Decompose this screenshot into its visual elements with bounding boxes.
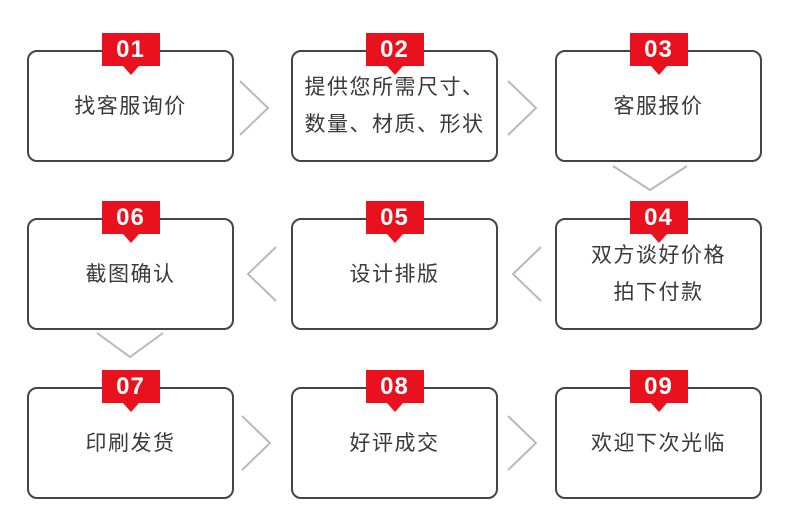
chevron-down-icon <box>612 165 688 192</box>
step-number: 03 <box>644 35 673 63</box>
step-number: 09 <box>644 372 673 400</box>
step-number-badge: 09 <box>629 370 688 412</box>
step-number-badge: 05 <box>365 201 424 243</box>
chevron-left-icon <box>511 246 542 302</box>
step-number: 02 <box>380 35 409 63</box>
step-number: 04 <box>644 203 673 231</box>
step-text-line: 数量、材质、形状 <box>304 113 485 136</box>
badge-pointer-icon <box>650 403 667 412</box>
step-number-badge: 06 <box>101 201 160 243</box>
badge-pointer-icon <box>386 403 403 412</box>
step-box-07: 07 印刷发货 <box>27 370 234 499</box>
step-number: 07 <box>116 372 145 400</box>
badge-pointer-icon <box>122 234 139 243</box>
step-number-badge: 02 <box>365 33 424 75</box>
badge-pointer-icon <box>386 234 403 243</box>
step-box-01: 01 找客服询价 <box>27 33 234 162</box>
step-box-06: 06 截图确认 <box>27 201 234 330</box>
step-label: 客服报价 <box>557 52 760 160</box>
chevron-right-icon <box>241 415 272 471</box>
step-number: 05 <box>380 203 409 231</box>
step-text-line: 欢迎下次光临 <box>591 431 726 455</box>
step-label: 找客服询价 <box>29 52 232 160</box>
step-box-03: 03 客服报价 <box>555 33 762 162</box>
step-label: 好评成交 <box>293 389 496 497</box>
step-text-line: 拍下付款 <box>613 281 704 304</box>
step-text-line: 客服报价 <box>613 94 704 118</box>
chevron-left-icon <box>246 246 277 302</box>
step-box-09: 09 欢迎下次光临 <box>555 370 762 499</box>
step-box-08: 08 好评成交 <box>291 370 498 499</box>
step-number: 01 <box>116 35 145 63</box>
step-text-line: 找客服询价 <box>74 94 187 118</box>
step-number-badge: 04 <box>629 201 688 243</box>
step-text-line: 印刷发货 <box>85 431 176 455</box>
step-number: 06 <box>116 203 145 231</box>
step-box-04: 04 双方谈好价格 拍下付款 <box>555 201 762 330</box>
badge-pointer-icon <box>650 66 667 75</box>
badge-pointer-icon <box>122 403 139 412</box>
step-label: 欢迎下次光临 <box>557 389 760 497</box>
step-text-line: 截图确认 <box>85 262 176 286</box>
step-text-line: 好评成交 <box>349 431 440 455</box>
chevron-right-icon <box>507 80 538 136</box>
step-label: 截图确认 <box>29 220 232 328</box>
badge-pointer-icon <box>122 66 139 75</box>
step-text-line: 提供您所需尺寸、 <box>304 76 485 99</box>
step-text-line: 双方谈好价格 <box>591 244 726 267</box>
step-label: 提供您所需尺寸、 数量、材质、形状 <box>293 52 496 160</box>
step-number-badge: 08 <box>365 370 424 412</box>
badge-pointer-icon <box>386 66 403 75</box>
step-number-badge: 01 <box>101 33 160 75</box>
step-box-05: 05 设计排版 <box>291 201 498 330</box>
chevron-down-icon <box>96 332 164 359</box>
chevron-right-icon <box>239 80 270 136</box>
step-text-line: 设计排版 <box>349 262 440 286</box>
step-number-badge: 03 <box>629 33 688 75</box>
badge-pointer-icon <box>650 234 667 243</box>
chevron-right-icon <box>507 415 538 471</box>
step-label: 印刷发货 <box>29 389 232 497</box>
step-number: 08 <box>380 372 409 400</box>
step-number-badge: 07 <box>101 370 160 412</box>
step-label: 设计排版 <box>293 220 496 328</box>
step-box-02: 02 提供您所需尺寸、 数量、材质、形状 <box>291 33 498 162</box>
step-label: 双方谈好价格 拍下付款 <box>557 220 760 328</box>
